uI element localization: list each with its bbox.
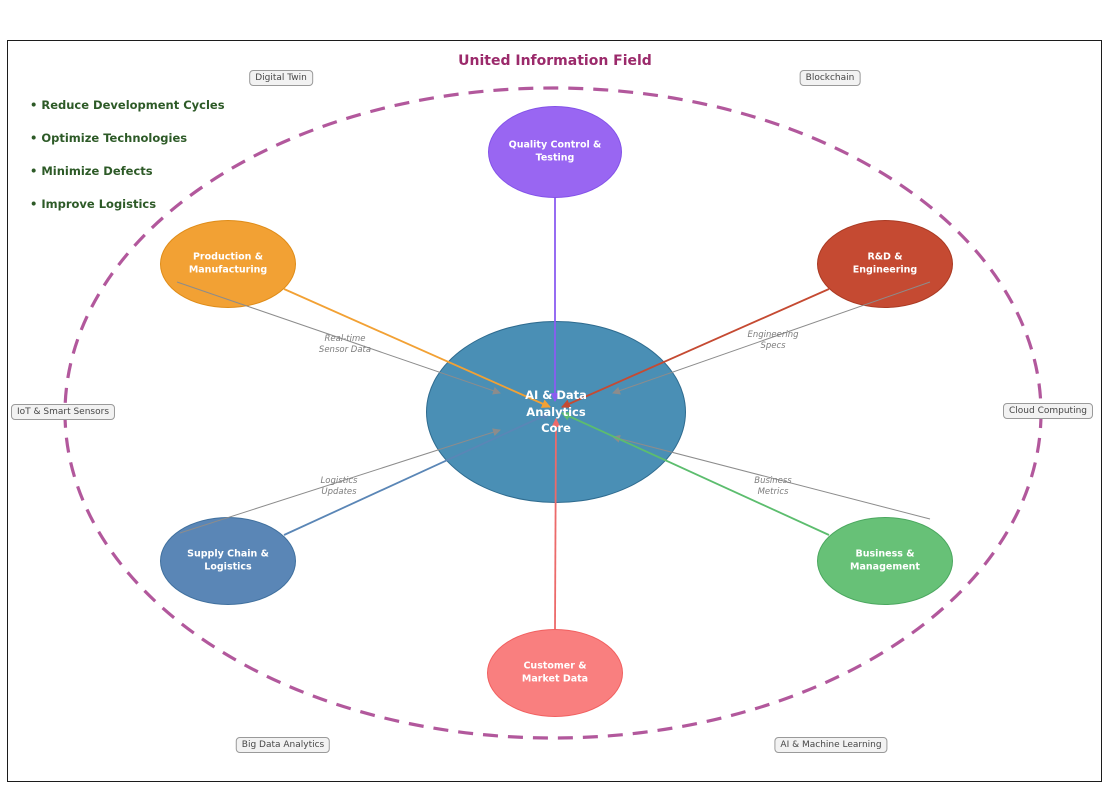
flow-label-sensor-data: Real-time Sensor Data bbox=[318, 333, 372, 355]
flow-label-logistics-updates: Logistics Updates bbox=[320, 475, 358, 497]
node-label-customer: Customer & Market Data bbox=[521, 660, 589, 685]
diagram-title: United Information Field bbox=[458, 53, 652, 69]
tech-tag-digital-twin: Digital Twin bbox=[249, 70, 313, 86]
tech-tag-iot-sensors: IoT & Smart Sensors bbox=[10, 404, 116, 420]
node-label-core: AI & Data Analytics Core bbox=[525, 387, 587, 436]
flow-label-business-metrics: Business Metrics bbox=[754, 475, 792, 497]
node-label-production: Production & Manufacturing bbox=[188, 251, 268, 276]
node-label-rnd: R&D & Engineering bbox=[852, 251, 918, 276]
flow-label-engineering-specs: Engineering Specs bbox=[747, 329, 799, 351]
node-label-quality-control: Quality Control & Testing bbox=[508, 139, 602, 164]
node-label-supply-chain: Supply Chain & Logistics bbox=[187, 548, 269, 573]
benefit-item: Optimize Technologies bbox=[30, 131, 225, 145]
tech-tag-ai-ml: AI & Machine Learning bbox=[774, 737, 888, 753]
benefit-item: Minimize Defects bbox=[30, 164, 225, 178]
benefit-item: Improve Logistics bbox=[30, 197, 225, 211]
tech-tag-big-data: Big Data Analytics bbox=[235, 737, 331, 753]
node-label-business: Business & Management bbox=[850, 548, 920, 573]
tech-tag-cloud-computing: Cloud Computing bbox=[1003, 403, 1093, 419]
tech-tag-blockchain: Blockchain bbox=[799, 70, 861, 86]
figure-frame bbox=[7, 40, 1102, 782]
benefits-list: Reduce Development Cycles Optimize Techn… bbox=[30, 98, 225, 230]
benefit-item: Reduce Development Cycles bbox=[30, 98, 224, 112]
